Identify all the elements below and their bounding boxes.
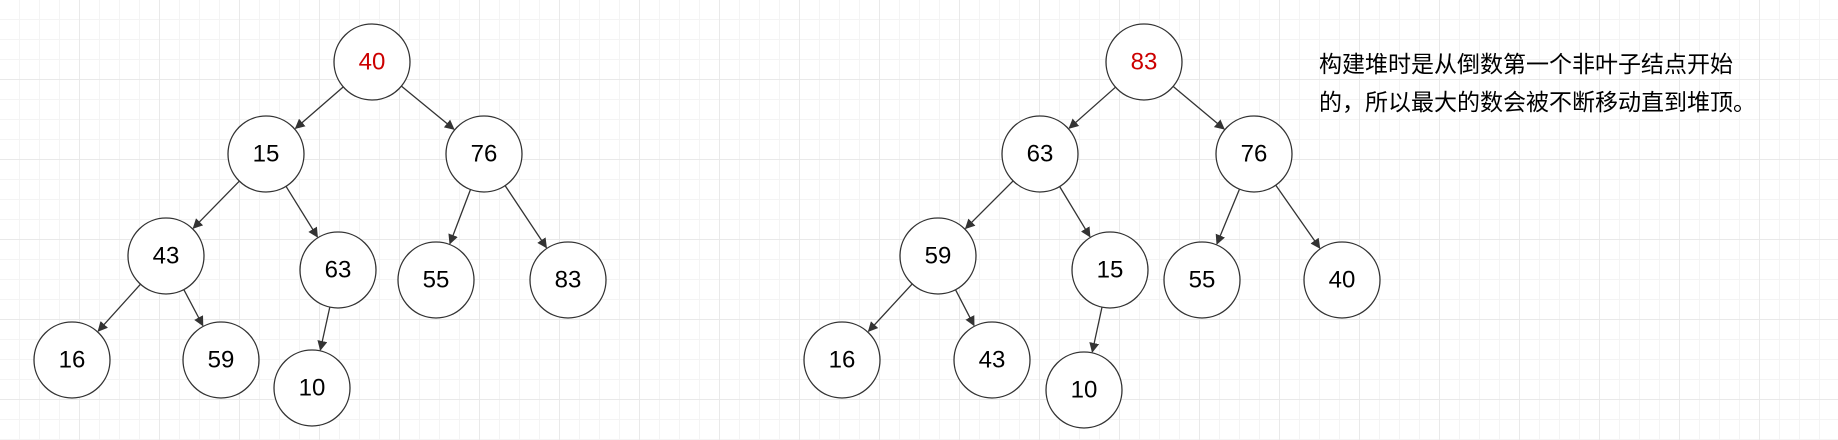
node-label: 15 [253, 141, 280, 168]
node-label: 15 [1097, 257, 1124, 284]
edge-b63-b59 [964, 180, 1014, 230]
edge-a63-a10 [317, 306, 331, 351]
edge-a43-a16 [97, 283, 141, 332]
node-circle [127, 217, 205, 295]
node-circle [1215, 115, 1293, 193]
node-label: 76 [1241, 141, 1268, 168]
tree-node-a59: 59 [182, 321, 260, 399]
explanation-note: 构建堆时是从倒数第一个非叶子结点开始 的，所以最大的数会被不断移动直到堆顶。 [1319, 46, 1819, 122]
node-circle [1163, 241, 1241, 319]
nodes-layer: 40 15 76 43 63 55 83 16 59 10 83 63 76 59 15 55 40 16 43 10 [33, 23, 1381, 429]
node-label: 43 [153, 243, 180, 270]
node-circle [529, 241, 607, 319]
tree-node-b10: 10 [1045, 351, 1123, 429]
edge-b15-b10 [1089, 306, 1103, 353]
tree-node-a76: 76 [445, 115, 523, 193]
node-circle [1001, 115, 1079, 193]
node-circle [1105, 23, 1183, 101]
node-label: 40 [1329, 267, 1356, 294]
node-circle [899, 217, 977, 295]
edge-b76-b55 [1215, 188, 1241, 245]
node-circle [1045, 351, 1123, 429]
tree-node-a10: 10 [273, 349, 351, 427]
node-label: 59 [925, 243, 952, 270]
edge-b83-b76 [1172, 85, 1225, 130]
edge-a40-a15 [294, 86, 344, 130]
edges-layer [97, 85, 1321, 353]
node-label: 16 [59, 347, 86, 374]
node-label: 16 [829, 347, 856, 374]
node-circle [33, 321, 111, 399]
node-circle [445, 115, 523, 193]
tree-node-b40: 40 [1303, 241, 1381, 319]
edge-a76-a55 [448, 189, 472, 245]
node-circle [1071, 231, 1149, 309]
tree-node-a43: 43 [127, 217, 205, 295]
node-label: 10 [1071, 377, 1098, 404]
edge-b59-b43 [954, 289, 975, 327]
node-label: 55 [1189, 267, 1216, 294]
tree-node-a55: 55 [397, 241, 475, 319]
node-circle [803, 321, 881, 399]
tree-node-a83: 83 [529, 241, 607, 319]
tree-node-b16: 16 [803, 321, 881, 399]
edge-b63-b15 [1059, 186, 1091, 238]
node-label: 43 [979, 347, 1006, 374]
edge-b76-b40 [1275, 184, 1321, 249]
tree-node-b59: 59 [899, 217, 977, 295]
node-label: 59 [208, 347, 235, 374]
tree-node-a40: 40 [333, 23, 411, 101]
tree-node-b76: 76 [1215, 115, 1293, 193]
node-circle [299, 231, 377, 309]
tree-node-b83: 83 [1105, 23, 1183, 101]
node-circle [333, 23, 411, 101]
tree-node-b15: 15 [1071, 231, 1149, 309]
node-circle [273, 349, 351, 427]
note-line-1: 构建堆时是从倒数第一个非叶子结点开始 [1319, 52, 1733, 78]
edge-a15-a63 [285, 185, 318, 238]
edge-a15-a43 [192, 180, 240, 229]
tree-node-a15: 15 [227, 115, 305, 193]
node-circle [1303, 241, 1381, 319]
node-label: 83 [1131, 49, 1158, 76]
node-circle [397, 241, 475, 319]
edge-b59-b16 [867, 283, 913, 333]
tree-node-b55: 55 [1163, 241, 1241, 319]
node-label: 40 [359, 49, 386, 76]
node-circle [182, 321, 260, 399]
tree-node-a16: 16 [33, 321, 111, 399]
node-label: 10 [299, 375, 326, 402]
edge-b83-b63 [1068, 86, 1116, 129]
edge-a40-a76 [400, 85, 455, 130]
node-label: 76 [471, 141, 498, 168]
tree-node-b63: 63 [1001, 115, 1079, 193]
tree-node-b43: 43 [953, 321, 1031, 399]
tree-node-a63: 63 [299, 231, 377, 309]
node-label: 63 [325, 257, 352, 284]
note-line-2: 的，所以最大的数会被不断移动直到堆顶。 [1319, 90, 1756, 116]
node-circle [227, 115, 305, 193]
node-circle [953, 321, 1031, 399]
node-label: 83 [555, 267, 582, 294]
node-label: 63 [1027, 141, 1054, 168]
edge-a76-a83 [504, 185, 547, 249]
edge-a43-a59 [183, 289, 204, 327]
node-label: 55 [423, 267, 450, 294]
